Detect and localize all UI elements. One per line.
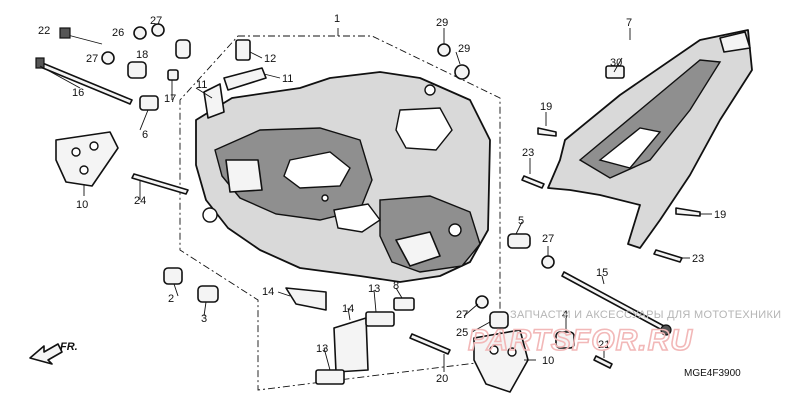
diagram-code: MGE4F3900	[684, 368, 741, 379]
callout-22: 22	[38, 25, 50, 37]
collar-25	[489, 311, 509, 329]
callout-24: 24	[134, 195, 146, 207]
callout-19-a: 19	[540, 101, 552, 113]
callout-10-left: 10	[76, 199, 88, 211]
callout-30: 30	[610, 57, 622, 69]
front-direction-label: FR.	[60, 341, 78, 353]
callout-13-b: 13	[316, 343, 328, 355]
bolt-21	[593, 355, 613, 369]
bracket-10-left	[55, 131, 119, 187]
callout-18: 18	[136, 49, 148, 61]
callout-2: 2	[168, 293, 174, 305]
bolt-24	[131, 173, 189, 195]
callout-14-b: 14	[342, 303, 354, 315]
front-direction-arrow: FR.	[29, 341, 78, 365]
callout-8: 8	[393, 280, 399, 292]
washer-27-c	[541, 255, 555, 269]
callout-15: 15	[596, 267, 608, 279]
spacer-17	[167, 69, 179, 81]
callout-5: 5	[518, 215, 524, 227]
collar-5	[507, 233, 531, 249]
bolt-22	[59, 27, 103, 45]
callout-27-d: 27	[456, 309, 468, 321]
rubber-12	[235, 39, 251, 61]
rubber-11-a	[223, 67, 267, 91]
washer-27-d	[475, 295, 489, 309]
callout-26: 26	[112, 27, 124, 39]
callout-11-left: 11	[196, 79, 207, 91]
callout-27-b: 27	[86, 53, 98, 65]
callout-6: 6	[142, 129, 148, 141]
callout-27-a: 27	[150, 15, 162, 27]
collar-4	[555, 331, 575, 349]
callout-27-c: 27	[542, 233, 554, 245]
main-frame	[195, 71, 491, 283]
pad-14-a	[285, 287, 327, 311]
collar-3	[197, 285, 219, 303]
nut-26	[133, 26, 147, 40]
nut-29-a	[437, 43, 451, 57]
callout-7: 7	[626, 17, 632, 29]
pad-13-a	[365, 311, 395, 327]
callout-4: 4	[562, 309, 568, 321]
callout-12: 12	[264, 53, 276, 65]
callout-1: 1	[334, 13, 340, 25]
callout-23-a: 23	[522, 147, 534, 159]
main-frame-group-outline	[179, 35, 501, 391]
watermark-text: ЗАПЧАСТИ И АКСЕССУАРЫ ДЛЯ МОТОТЕХНИКИ	[510, 309, 781, 321]
collar-18-a	[175, 39, 191, 59]
bolt-16	[35, 57, 133, 105]
watermark: ЗАПЧАСТИ И АКСЕССУАРЫ ДЛЯ МОТОТЕХНИКИ PA…	[467, 309, 781, 358]
callout-25: 25	[456, 327, 468, 339]
callout-29-a: 29	[436, 17, 448, 29]
leader-lines	[39, 28, 712, 372]
pad-30	[605, 65, 625, 79]
callout-11-right: 11	[282, 73, 293, 85]
callout-20: 20	[436, 373, 448, 385]
watermark-logo: PARTSFOR.RU	[468, 324, 693, 357]
rear-subframe	[547, 29, 753, 249]
bolt-15	[561, 271, 672, 336]
callout-23-b: 23	[692, 253, 704, 265]
callout-16: 16	[72, 87, 84, 99]
nut-29-b	[454, 64, 470, 80]
bracket-10-right	[473, 329, 529, 393]
bolt-19-b	[675, 207, 701, 217]
pad-8	[393, 297, 415, 311]
callout-19-b: 19	[714, 209, 726, 221]
pad-14-b	[333, 317, 369, 373]
collar-18-b	[127, 61, 147, 79]
callout-3: 3	[201, 313, 207, 325]
callout-13-a: 13	[368, 283, 380, 295]
bolt-23-a	[521, 175, 545, 189]
callout-17: 17	[164, 93, 176, 105]
bolt-20	[409, 333, 451, 355]
washer-27-a	[151, 23, 165, 37]
collar-2	[163, 267, 183, 285]
pad-13-b	[315, 369, 345, 385]
rubber-11-b	[203, 83, 225, 119]
callout-14-a: 14	[262, 286, 274, 298]
collar-6	[139, 95, 159, 111]
washer-27-b	[101, 51, 115, 65]
callout-labels: 1 2 3 4 5 6 7 8 10 10 11 11 12 13 13 14 …	[38, 13, 726, 385]
callout-29-b: 29	[458, 43, 470, 55]
callout-10-right: 10	[542, 355, 554, 367]
bolt-19-a	[537, 127, 557, 137]
bolt-23-b	[653, 249, 683, 263]
callout-21: 21	[598, 339, 610, 351]
